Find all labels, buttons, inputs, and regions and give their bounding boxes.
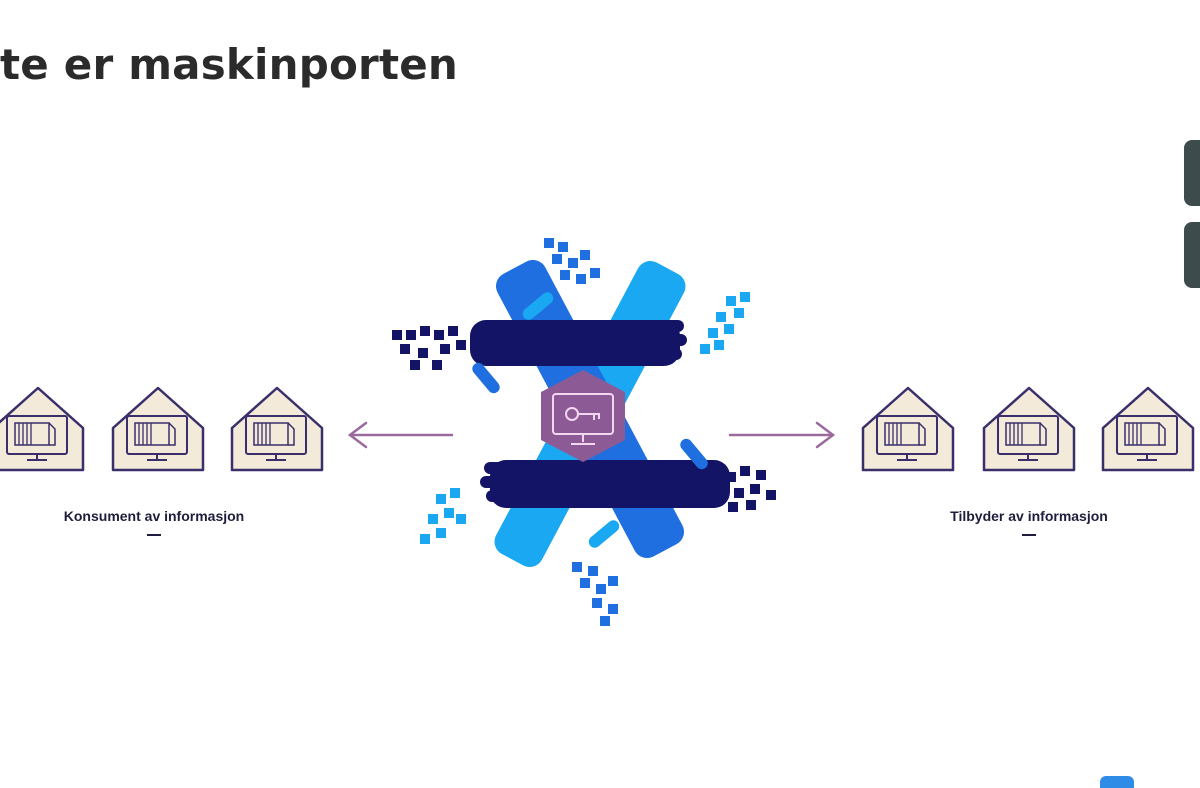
side-tab-bottom[interactable] [1184, 222, 1200, 288]
side-tab-top[interactable] [1184, 140, 1200, 206]
building-right-1 [861, 386, 955, 472]
key-monitor-icon [552, 393, 614, 445]
provider-group-label: Tilbyder av informasjon [899, 508, 1159, 536]
consumer-label-text: Konsument av informasjon [63, 508, 245, 524]
consumer-label-underline [147, 534, 161, 536]
consumer-group-label: Konsument av informasjon [24, 508, 284, 536]
building-right-2 [982, 386, 1076, 472]
arrow-left [347, 421, 454, 449]
arrow-right [728, 421, 836, 449]
building-left-2 [111, 386, 205, 472]
corner-logo-mark [1100, 776, 1134, 788]
building-left-3 [230, 386, 324, 472]
provider-label-underline [1022, 534, 1036, 536]
slide-title: te er maskinporten [0, 40, 459, 89]
building-left-1 [0, 386, 85, 472]
interlocking-hands-logo [392, 238, 776, 626]
provider-label-text: Tilbyder av informasjon [950, 508, 1108, 524]
building-right-3 [1101, 386, 1195, 472]
